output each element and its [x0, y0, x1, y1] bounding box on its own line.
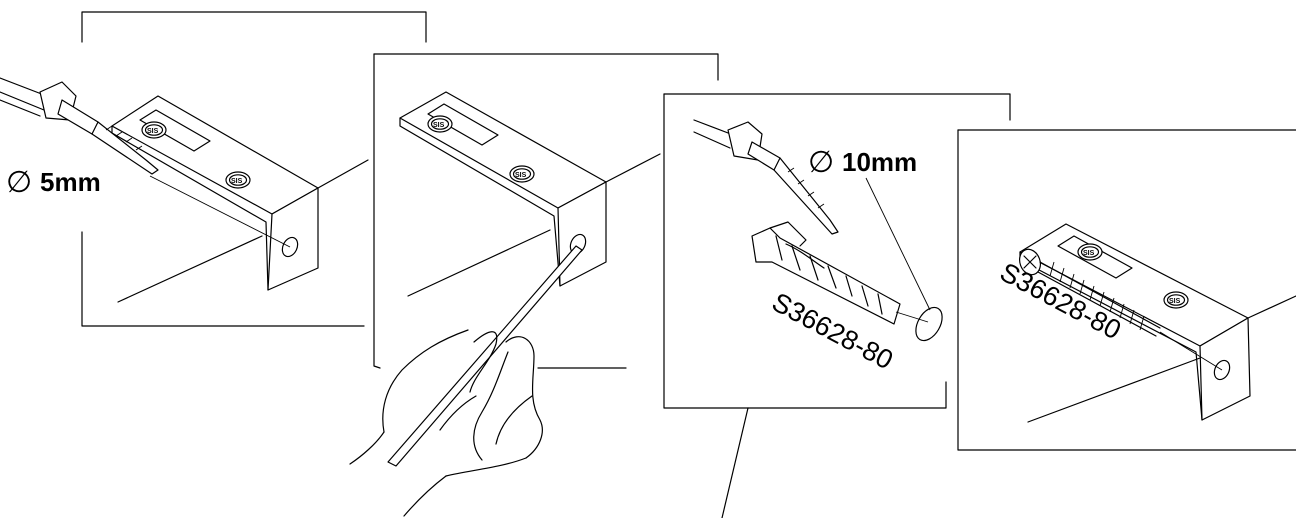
step-2-logo-lower: SIS — [515, 172, 527, 179]
step-1-bracket: SIS SIS — [111, 95, 319, 291]
step-4-bracket: SIS SIS — [1019, 223, 1251, 421]
step-3-drill — [693, 119, 839, 235]
step-4-panel: SIS SIS S36628-80 — [957, 129, 1296, 451]
step-4-logo-upper: SIS — [1083, 250, 1095, 257]
step-3-frame — [663, 93, 1011, 121]
step-1-frame — [81, 11, 427, 43]
step-1-diameter-symbol: ∅ — [6, 166, 32, 199]
step-3-wall-hole — [915, 306, 943, 342]
step-1-logo-upper: SIS — [147, 128, 159, 135]
step-2-panel: SIS SIS — [349, 53, 719, 517]
step-2-frame — [373, 53, 719, 81]
step-3-drill-size-label: 10mm — [842, 147, 917, 177]
step-2-marker-pencil — [387, 245, 583, 467]
step-1-drill-size-label: 5mm — [40, 167, 101, 197]
step-2-hand — [349, 329, 543, 517]
step-4-screw — [1019, 248, 1161, 337]
step-4-logo-lower: SIS — [1169, 298, 1181, 305]
step-1-panel: SIS SIS ∅ 5mm — [0, 11, 427, 327]
step-1-drill — [0, 77, 159, 175]
step-1-logo-lower: SIS — [231, 178, 243, 185]
step-4-mount-hole — [1213, 359, 1231, 381]
step-2-logo-upper: SIS — [433, 122, 445, 129]
step-3-diameter-symbol: ∅ — [808, 146, 834, 179]
step-3-wall-anchor — [751, 221, 901, 325]
